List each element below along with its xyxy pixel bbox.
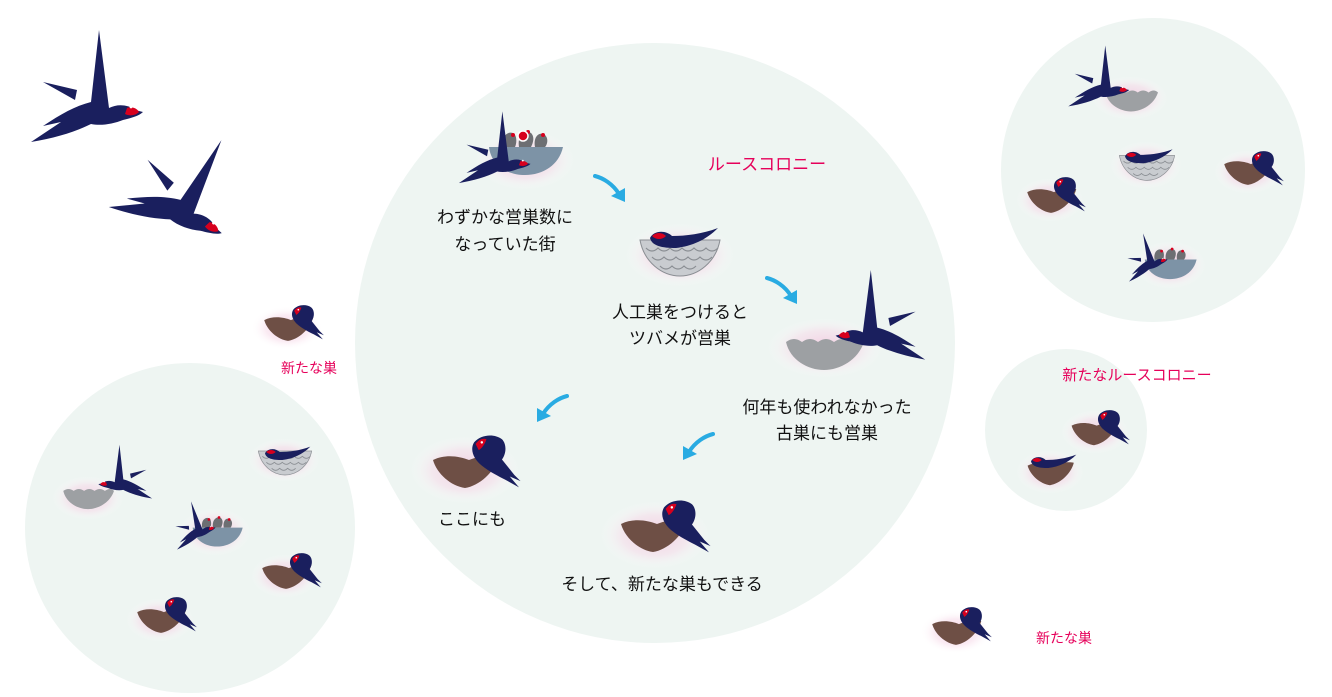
main-colony-nest-3	[767, 270, 926, 378]
loose-colony-label: ルースコロニー	[708, 155, 826, 175]
artificial-label-line2: ツバメが営巣	[629, 329, 731, 349]
main-colony-nest-2	[625, 223, 735, 287]
old-nest-label-line1: 何年も使われなかった	[742, 397, 911, 418]
main-colony-nest-5	[600, 500, 711, 569]
main-colony-nest-4	[410, 435, 521, 504]
main-colony-nest-1	[458, 111, 575, 190]
new-nest-left-label: 新たな巣	[281, 361, 337, 377]
new-loose-colony-label: 新たなルースコロニー	[1062, 366, 1211, 384]
right-colony-nests	[1016, 45, 1284, 289]
artificial-label-line1: 人工巣をつけると	[612, 303, 748, 323]
new-nest-left	[251, 305, 324, 350]
old-nest-label-line2: 古巣にも営巣	[776, 424, 878, 444]
swallow-icon	[31, 30, 143, 142]
here-too-label: ここにも	[438, 510, 506, 530]
left-colony-nests	[52, 438, 322, 642]
new-nests-too-label: そして、新たな巣もできる	[561, 575, 763, 595]
swallow-icon	[108, 108, 261, 260]
few-nests-label-line1: わずかな営巣数に	[437, 208, 573, 228]
few-nests-label-line2: なっていた街	[454, 235, 555, 255]
new-nest-right-label: 新たな巣	[1036, 631, 1092, 647]
new-colony-nests	[1016, 410, 1130, 494]
new-nest-right	[920, 607, 992, 654]
